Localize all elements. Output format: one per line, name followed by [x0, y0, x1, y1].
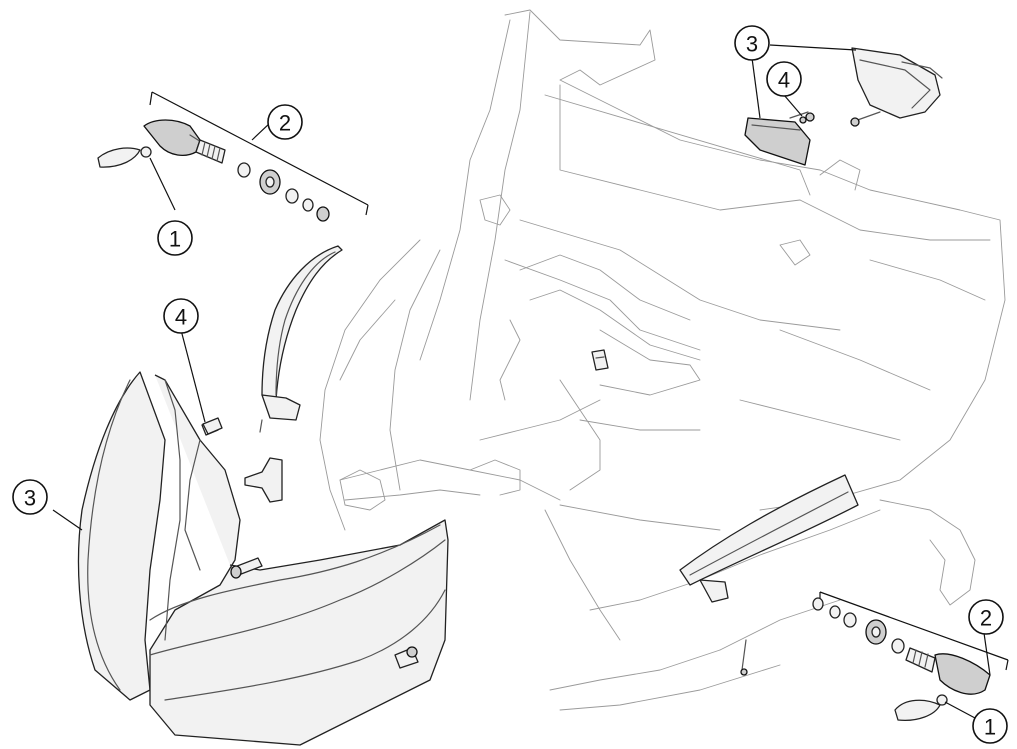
callout-number: 4	[778, 68, 790, 93]
callout-4-left: 4	[163, 298, 199, 334]
callout-number: 4	[175, 305, 187, 330]
callout-number: 3	[746, 32, 758, 57]
callout-number: 1	[169, 227, 181, 252]
left-headlight-assembly	[77, 371, 449, 746]
callout-number: 2	[279, 111, 291, 136]
callout-leaders	[52, 44, 991, 719]
right-position-light-strip	[679, 474, 859, 676]
scooter-frame-ghost	[319, 9, 1006, 711]
callout-3-left: 3	[12, 479, 48, 515]
left-position-light-strip	[259, 245, 343, 433]
callout-number: 1	[984, 715, 996, 740]
front-left-turn-signal-assembly	[97, 91, 369, 222]
front-right-turn-signal-assembly	[812, 591, 1009, 721]
callout-4-top-right: 4	[766, 61, 802, 97]
callout-1-bottom-right: 1	[972, 708, 1008, 744]
callout-1-top-left: 1	[157, 220, 193, 256]
top-right-light-assembly	[744, 47, 943, 166]
fastener-parts	[202, 349, 609, 435]
callout-2-top-left: 2	[267, 104, 303, 140]
callout-3-top-right: 3	[734, 25, 770, 61]
callout-number: 2	[980, 606, 992, 631]
callout-number: 3	[24, 486, 36, 511]
callout-2-bottom-right: 2	[968, 599, 1004, 635]
